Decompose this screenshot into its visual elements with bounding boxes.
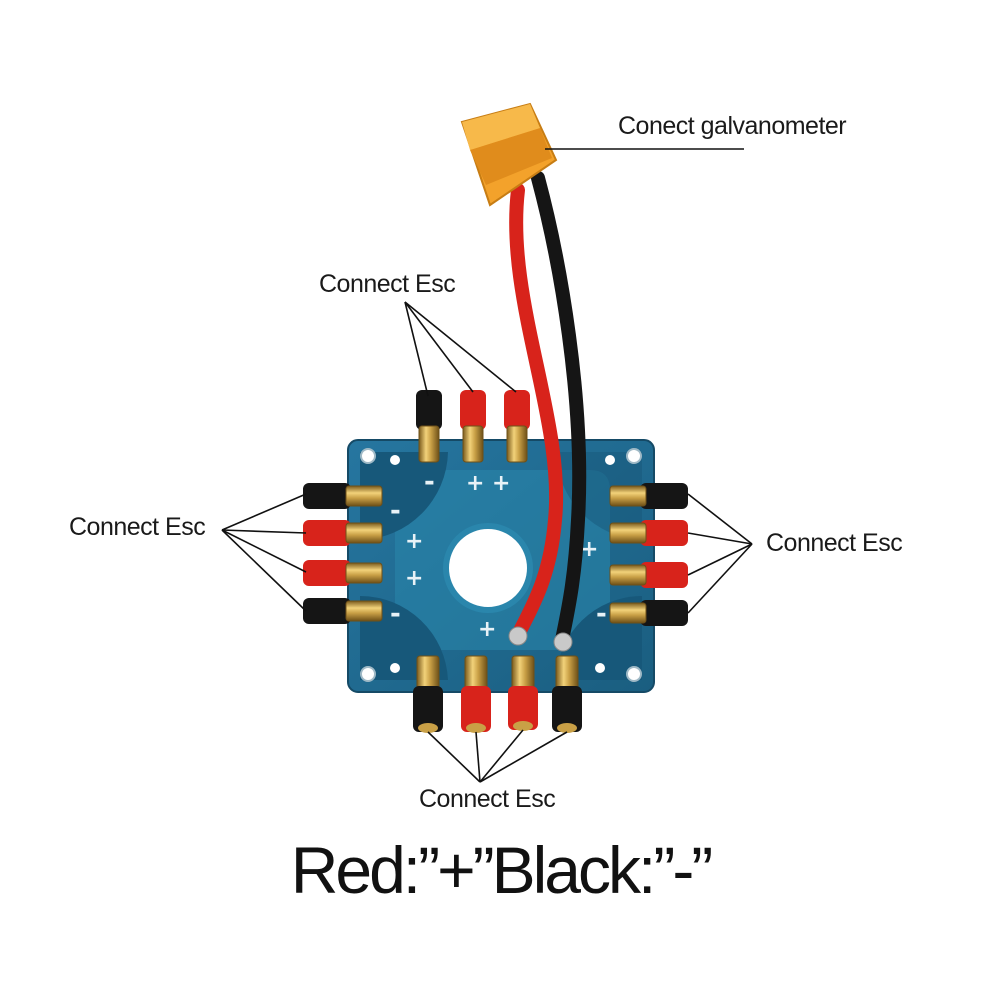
pcb-board: + + + + + + - - - -	[347, 439, 655, 693]
plus-mark: +	[478, 617, 496, 642]
galvanometer-label: Conect galvanometer	[618, 112, 847, 140]
minus-mark: -	[390, 496, 401, 526]
connect-esc-left-label: Connect Esc	[69, 513, 206, 541]
top-connectors	[416, 390, 530, 463]
minus-mark: -	[596, 599, 607, 629]
bottom-connectors	[413, 655, 582, 733]
polarity-caption: Red:”+”Black:”-”	[290, 833, 714, 907]
plus-mark: +	[405, 566, 423, 591]
right-connectors	[609, 483, 688, 626]
power-leads	[508, 171, 587, 652]
connect-esc-top-label: Connect Esc	[319, 270, 456, 298]
plus-mark: +	[492, 471, 510, 496]
minus-mark: -	[424, 467, 435, 497]
connect-esc-right-label: Connect Esc	[766, 529, 903, 557]
plus-mark: +	[405, 529, 423, 554]
leader-lines	[221, 148, 753, 783]
minus-mark: -	[390, 599, 401, 629]
xt60-connector	[460, 102, 558, 207]
plus-mark: +	[580, 537, 598, 562]
left-connectors	[303, 483, 383, 624]
plus-mark: +	[466, 471, 484, 496]
connect-esc-bottom-label: Connect Esc	[419, 785, 556, 813]
